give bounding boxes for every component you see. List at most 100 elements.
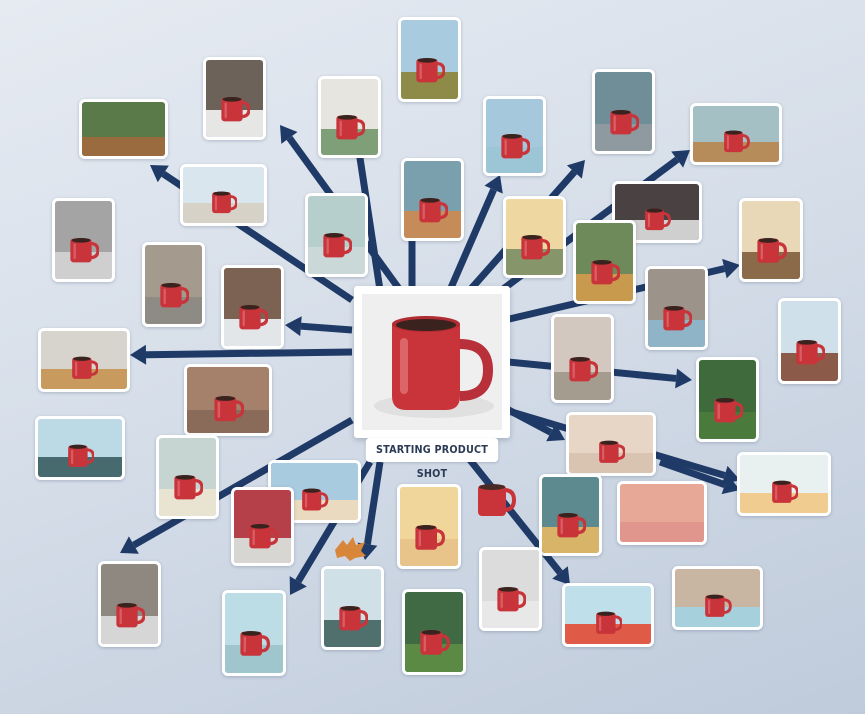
variation-card[interactable] <box>592 69 655 154</box>
variation-card[interactable] <box>672 566 763 630</box>
mug-icon <box>591 260 621 285</box>
card-surface <box>620 522 704 542</box>
mug-icon <box>595 611 623 635</box>
variation-card[interactable] <box>551 314 614 403</box>
mug-icon <box>339 606 369 631</box>
mug-icon <box>663 306 693 331</box>
arrow-head-icon <box>285 316 302 337</box>
variation-card[interactable] <box>321 566 384 650</box>
mug-icon <box>569 357 599 382</box>
mug-icon <box>415 524 445 550</box>
arrow-shaft <box>145 348 353 359</box>
variation-card[interactable] <box>479 547 542 631</box>
mug-icon <box>497 587 527 612</box>
mug-icon <box>645 208 671 231</box>
hero-mug-icon <box>374 316 494 418</box>
variation-card[interactable] <box>184 364 272 436</box>
mug-icon <box>323 233 353 258</box>
variation-card[interactable] <box>566 412 656 476</box>
arrow-head-icon <box>721 465 740 486</box>
floating-mug-icon <box>478 484 516 516</box>
starting-product-shot-label: STARTING PRODUCT SHOT <box>365 438 499 480</box>
variation-card[interactable] <box>318 76 381 158</box>
arrow-head-icon <box>675 368 692 389</box>
mug-icon <box>714 397 744 423</box>
mug-icon <box>221 96 251 122</box>
variation-card[interactable] <box>222 590 286 676</box>
variation-card[interactable] <box>402 589 466 675</box>
mug-icon <box>71 356 99 380</box>
mug-icon <box>771 480 799 504</box>
variation-card[interactable] <box>38 328 130 392</box>
variation-card[interactable] <box>203 57 266 140</box>
mug-icon <box>420 630 450 656</box>
mug-icon <box>501 133 531 159</box>
variation-card[interactable] <box>562 583 654 647</box>
card-surface <box>82 137 165 156</box>
variation-card[interactable] <box>156 435 219 519</box>
mug-icon <box>416 57 446 83</box>
arrow-shaft <box>658 458 727 489</box>
arrow-head-icon <box>289 576 307 595</box>
arrow-shaft <box>363 461 384 545</box>
mug-icon <box>610 109 640 135</box>
mug-icon <box>419 197 449 223</box>
variation-card[interactable] <box>645 266 708 350</box>
variation-card[interactable] <box>690 103 782 165</box>
arrow-head-icon <box>120 536 139 554</box>
mug-icon <box>174 475 204 500</box>
variation-card[interactable] <box>221 265 284 349</box>
arrow-head-icon <box>566 160 585 179</box>
mug-icon <box>598 440 626 464</box>
arrow-head-icon <box>130 344 147 365</box>
arrow-head-icon <box>721 475 740 495</box>
variation-card[interactable] <box>398 17 461 102</box>
mug-icon <box>336 115 366 140</box>
variation-card[interactable] <box>180 164 267 226</box>
mug-icon <box>521 235 551 260</box>
variation-card[interactable] <box>231 487 294 566</box>
mug-icon <box>724 130 750 153</box>
mug-icon <box>757 238 787 263</box>
mug-icon <box>211 191 238 214</box>
variation-card[interactable] <box>397 484 461 569</box>
variation-card[interactable] <box>503 196 566 278</box>
arrow-head-icon <box>546 423 565 442</box>
variation-card[interactable] <box>737 452 831 516</box>
arrow-head-icon <box>150 165 169 183</box>
mug-icon <box>557 513 587 538</box>
mug-icon <box>240 631 270 657</box>
variation-card[interactable] <box>52 198 115 282</box>
variation-card[interactable] <box>739 198 803 282</box>
variation-card[interactable] <box>142 242 205 327</box>
starting-product-shot <box>354 286 510 438</box>
variation-card[interactable] <box>617 481 707 545</box>
variation-card[interactable] <box>401 158 464 241</box>
mug-icon <box>160 282 190 308</box>
variation-card[interactable] <box>98 561 161 647</box>
arrow-shaft <box>132 416 354 549</box>
variation-card[interactable] <box>696 357 759 442</box>
variation-card[interactable] <box>539 474 602 556</box>
variation-card[interactable] <box>35 416 125 480</box>
arrow-shaft <box>353 140 384 291</box>
variation-card[interactable] <box>573 220 636 304</box>
arrow-head-icon <box>671 150 690 168</box>
mug-icon <box>70 238 100 263</box>
arrow-shaft <box>300 322 353 334</box>
variation-card[interactable] <box>483 96 546 176</box>
mug-icon <box>796 339 826 364</box>
mug-icon <box>239 305 269 330</box>
arrow-head-icon <box>552 566 570 585</box>
arrow-head-icon <box>484 175 503 194</box>
mug-icon <box>116 602 146 627</box>
variation-card[interactable] <box>79 99 168 159</box>
variation-card[interactable] <box>778 298 841 384</box>
mug-icon <box>705 594 732 618</box>
variation-card[interactable] <box>305 193 368 277</box>
mug-icon <box>67 444 95 468</box>
arrow-head-icon <box>280 125 298 144</box>
mug-icon <box>249 524 279 549</box>
variation-card[interactable] <box>612 181 702 243</box>
arrow-head-icon <box>722 258 740 279</box>
